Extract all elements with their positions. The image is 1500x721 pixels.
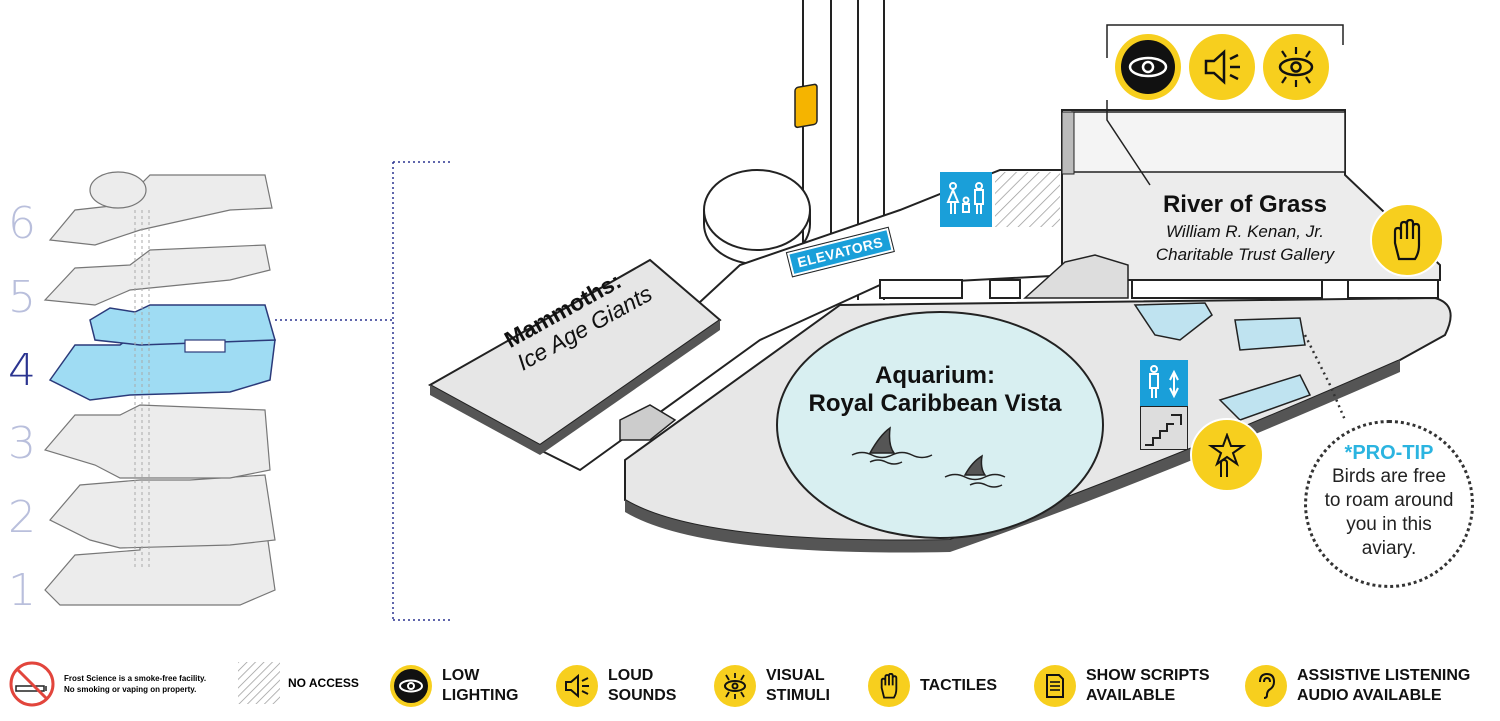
river-title: River of Grass [1162,191,1328,218]
show-scripts-line-2: AVAILABLE [1086,687,1176,704]
river-subtitle-1: William R. Kenan, Jr. [1166,222,1324,241]
legend-visual-stimuli-icon [714,665,756,707]
legend-low-lighting: LOW LIGHTING [390,665,518,707]
connector-bracket [275,161,452,621]
visual-stimuli-line-1: VISUAL [766,667,825,684]
visual-stimuli-icon[interactable] [1263,34,1329,100]
pro-tip-line-3: you in this [1346,514,1432,535]
floor-number-6[interactable]: 6 [8,198,36,249]
low-lighting-line-2: LIGHTING [442,687,519,704]
assistive-line-1: ASSISTIVE LISTENING [1297,667,1471,684]
pro-tip-line-1: Birds are free [1331,466,1447,487]
legend-low-lighting-icon [390,665,432,707]
visual-stimuli-line-2: STIMULI [766,687,830,704]
legend-show-scripts: SHOW SCRIPTS AVAILABLE [1034,665,1210,707]
show-scripts-line-1: SHOW SCRIPTS [1086,667,1210,684]
aquarium-label: Aquarium: Royal Caribbean Vista [790,362,1080,418]
show-scripts-icon [1034,665,1076,707]
river-of-grass-label: River of Grass William R. Kenan, Jr. Cha… [1130,190,1360,266]
assistive-line-2: AUDIO AVAILABLE [1297,687,1442,704]
no-access-hatch-icon [238,662,280,704]
no-access-label: NO ACCESS [288,676,359,690]
restroom-icon [940,172,992,227]
elevator-icon [1140,360,1188,406]
loud-sounds-icon[interactable] [1189,34,1255,100]
tactile-hand-icon[interactable] [1370,203,1444,277]
legend-loud-sounds-icon [556,665,598,707]
pro-tip-line-2: to roam around [1324,490,1454,511]
floor-number-2[interactable]: 2 [8,492,36,543]
river-subtitle-2: Charitable Trust Gallery [1155,245,1335,264]
no-smoking-icon [9,661,55,707]
low-lighting-line-1: LOW [442,667,480,684]
legend-no-access: NO ACCESS [238,662,359,704]
floor-stack [43,171,276,606]
legend-tactile-icon [868,665,910,707]
legend-assistive-listening: ASSISTIVE LISTENING AUDIO AVAILABLE [1245,665,1470,707]
tactiles-label: TACTILES [920,677,998,694]
pro-tip-bubble: *PRO-TIP Birds are free to roam around y… [1304,420,1474,588]
pro-tip-title: *PRO-TIP [1344,442,1434,464]
aquarium-subtitle: Royal Caribbean Vista [808,390,1062,417]
floor-number-4[interactable]: 4 [8,345,36,396]
legend-tactiles: TACTILES [868,665,997,707]
loud-sounds-line-2: SOUNDS [608,687,677,704]
legend-loud-sounds: LOUD SOUNDS [556,665,676,707]
shark-fins [868,426,987,476]
pro-tip-line-4: aviary. [1361,538,1417,559]
legend-smoke-free: Frost Science is a smoke-free facility. … [8,660,206,708]
smoke-free-line-2: No smoking or vaping on property. [64,685,197,694]
assistive-listening-icon [1245,665,1287,707]
floor-number-1[interactable]: 1 [8,565,36,616]
low-lighting-icon[interactable] [1115,34,1181,100]
floor-number-5[interactable]: 5 [8,272,36,323]
stairs-icon [1140,406,1188,450]
floor-number-3[interactable]: 3 [8,418,36,469]
smoke-free-line-1: Frost Science is a smoke-free facility. [64,674,207,683]
aquarium-title: Aquarium: [875,362,995,389]
legend-visual-stimuli: VISUAL STIMULI [714,665,830,707]
loud-sounds-line-1: LOUD [608,667,654,684]
tactile-starfish-icon[interactable] [1190,418,1264,492]
